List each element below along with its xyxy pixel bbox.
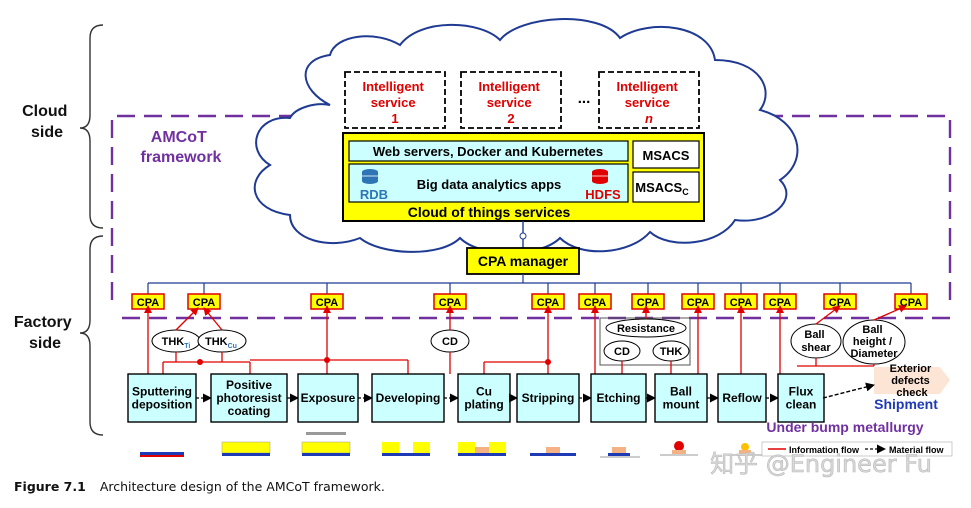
- wafer-icon-exposure: [301, 432, 351, 456]
- svg-text:THKCu: THKCu: [205, 336, 237, 350]
- junction-dots: [197, 357, 551, 365]
- cloud-side-label: Cloud side: [22, 103, 72, 141]
- big-data-label: Big data analytics apps: [417, 177, 562, 192]
- cloud-side-brace: [79, 24, 104, 229]
- svg-text:Ball height / Diam: Ball height / Diameter: [850, 324, 898, 360]
- hdfs-label: HDFS: [585, 187, 621, 202]
- msacs-box: [632, 140, 700, 169]
- svg-text:CD: CD: [442, 336, 458, 348]
- wafer-icon-reflow: [728, 443, 764, 456]
- wafer-icon-developing: [382, 442, 430, 456]
- big-data-box: [348, 163, 629, 203]
- cpa-label-2: CPA: [193, 297, 215, 309]
- thk-cu-node: THKCu: [197, 329, 247, 353]
- svg-text:Resistance: Resistance: [617, 323, 675, 335]
- watermark: 知乎 @Engineer Fu: [710, 450, 932, 478]
- cpa-label-7: CPA: [637, 297, 659, 309]
- web-servers-label: Web servers, Docker and Kubernetes: [373, 144, 603, 159]
- cd-node-etching: CD: [603, 340, 641, 362]
- process-box-4: [371, 373, 445, 423]
- resistance-node: Resistance: [605, 318, 687, 338]
- ball-shear-node: Ball shear: [790, 323, 842, 359]
- msacs-c-box: [632, 171, 700, 203]
- web-servers-box: [348, 140, 629, 162]
- process-box-8: [654, 373, 708, 423]
- process-box-1: [127, 373, 197, 423]
- services-ellipsis: ...: [578, 90, 591, 107]
- svg-text:Intelligent service: Intelligent service 1: [362, 79, 427, 126]
- intelligent-service-2: Intelligent service 2: [460, 71, 562, 129]
- exterior-check-label: Exterior defects check: [890, 363, 935, 399]
- process-box-7: [590, 373, 647, 423]
- svg-text:Intelligent service: Intelligent service 2: [478, 79, 543, 126]
- legend: Information flow Material flow: [761, 441, 953, 457]
- cloud-of-things-box: Web servers, Docker and Kubernetes RDB B…: [342, 132, 705, 222]
- svg-text:Intelligent service: Intelligent service n: [616, 79, 681, 126]
- process-label-7: Etching: [597, 391, 641, 405]
- cd-node-developing: CD: [430, 329, 470, 353]
- wafer-cross-section-icons: [140, 432, 764, 458]
- cpa-manager-label: CPA manager: [478, 253, 569, 269]
- wafer-icon-coating: [221, 441, 271, 456]
- figure-caption-text: Architecture design of the AMCoT framewo…: [99, 479, 385, 494]
- legend-material-flow-label: Material flow: [889, 445, 945, 455]
- exterior-check-shape: [874, 367, 950, 394]
- legend-info-flow-label: Information flow: [789, 445, 860, 455]
- cpa-label-9: CPA: [730, 297, 752, 309]
- thk-ti-node: THKTi: [151, 329, 201, 353]
- connector-icon: [519, 232, 527, 240]
- framework-label: AMCoT framework: [141, 129, 222, 166]
- process-label-9: Reflow: [722, 391, 762, 405]
- figure-caption: Figure 7.1 Architecture design of the AMC…: [14, 479, 385, 494]
- intelligent-service-n: Intelligent service n: [598, 71, 700, 129]
- cpa-label-8: CPA: [687, 297, 709, 309]
- msacs-c-label: MSACSC: [635, 180, 689, 197]
- flux-to-shipment-arrow: [822, 382, 875, 399]
- cpa-label-4: CPA: [439, 297, 461, 309]
- wafer-icon-etching: [600, 447, 640, 458]
- wafer-icon-ball-mount: [660, 441, 698, 456]
- cpa-label-10: CPA: [769, 297, 791, 309]
- svg-text:THK: THK: [660, 346, 683, 358]
- thk-node-etching: THK: [652, 340, 690, 362]
- cpa-label-1: CPA: [137, 297, 159, 309]
- cpa-label-11: CPA: [829, 297, 851, 309]
- process-label-6: Stripping: [522, 391, 575, 405]
- process-label-4: Developing: [376, 391, 441, 405]
- svg-text:Ball shear: Ball shear: [801, 329, 831, 354]
- ball-height-diameter-node: Ball height / Diameter: [842, 319, 906, 365]
- msacs-label: MSACS: [643, 148, 690, 163]
- process-label-3: Exposure: [301, 391, 356, 405]
- shipment-label: Shipment: [874, 396, 938, 412]
- rdb-label: RDB: [360, 187, 388, 202]
- cpa-label-3: CPA: [316, 297, 338, 309]
- etching-measure-group: [599, 317, 691, 366]
- figure-caption-label: Figure 7.1: [14, 479, 86, 494]
- cloud-of-things-label: Cloud of things services: [408, 204, 571, 220]
- intelligent-service-1: Intelligent service 1: [344, 71, 446, 129]
- wafer-icon-plating: [458, 442, 506, 456]
- cpa-label-6: CPA: [584, 297, 606, 309]
- svg-text:CD: CD: [614, 346, 630, 358]
- svg-text:THKTi: THKTi: [162, 336, 191, 350]
- information-flow-lines: [144, 305, 907, 374]
- factory-side-brace: [79, 235, 104, 436]
- hdfs-database-icon: [592, 169, 608, 184]
- factory-side-label: Factory side: [14, 314, 76, 352]
- process-box-5: [457, 373, 511, 423]
- wafer-icon-stripping: [530, 447, 576, 456]
- process-box-10: [777, 373, 825, 423]
- ubm-label: Under bump metallurgy: [766, 419, 923, 435]
- cpa-label-5: CPA: [537, 297, 559, 309]
- wafer-icon-sputtering: [140, 452, 184, 457]
- database-icon: [362, 169, 378, 184]
